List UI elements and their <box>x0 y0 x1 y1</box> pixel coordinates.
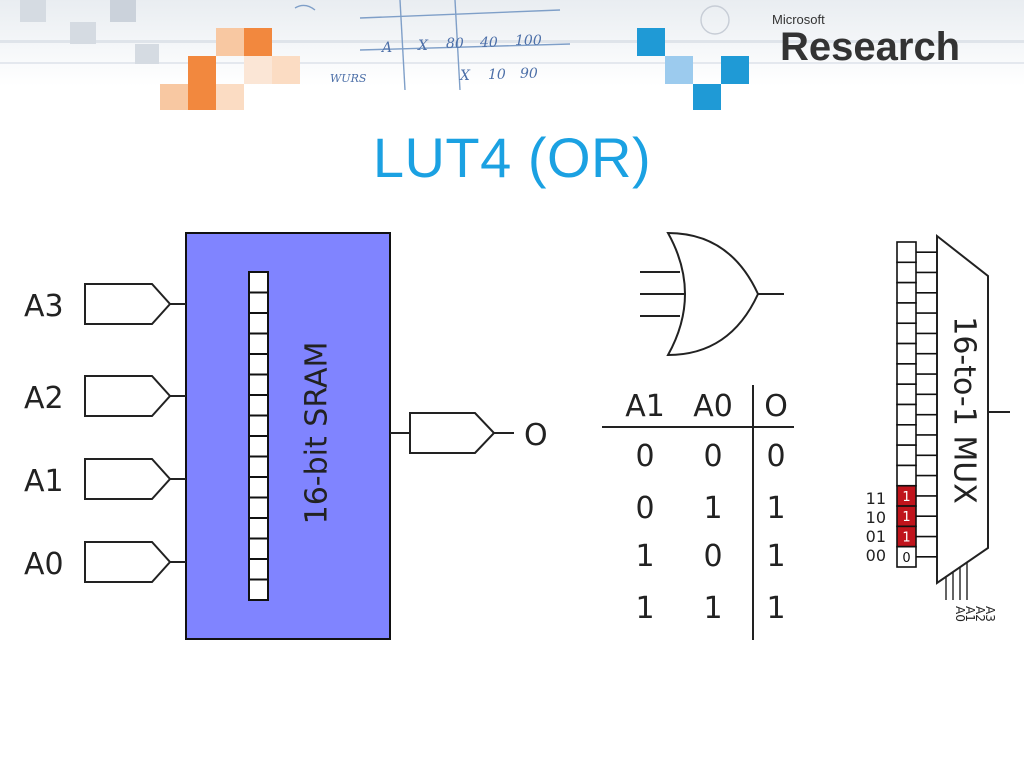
mux-select-lines <box>945 562 968 600</box>
output-pin <box>390 412 514 454</box>
mux-address-label: 10 <box>866 508 886 527</box>
mux-cell <box>896 363 917 385</box>
truth-table-cell: 1 <box>766 591 785 626</box>
input-label-a3: A3 <box>24 289 64 324</box>
sram-label: 16-bit SRAM <box>300 342 335 525</box>
mux-select-label: A0 <box>953 606 967 622</box>
mux-body <box>936 233 989 585</box>
sram-cell <box>248 291 269 314</box>
mux-cell <box>896 403 917 426</box>
input-label-a1: A1 <box>24 464 64 499</box>
sram-cell <box>248 435 269 458</box>
decor-orange-blocks <box>160 28 300 110</box>
truth-table-cell: 1 <box>703 491 722 526</box>
microsoft-research-logo: Microsoft Research <box>772 12 960 69</box>
mux-cell-value: 0 <box>902 551 910 566</box>
input-pin-a1 <box>84 458 186 500</box>
sketch-text: 40 <box>479 35 498 51</box>
truth-table-row: 0 1 1 <box>635 491 785 526</box>
sketch-text: X <box>459 68 471 84</box>
output-label: O <box>524 418 548 453</box>
mux-cell <box>896 383 917 406</box>
header-banner: A X 80 40 100 WURS X 10 90 Microsoft Res… <box>0 0 1024 110</box>
sram-cell <box>248 455 269 478</box>
truth-table-cell: 1 <box>635 539 654 574</box>
truth-table-cell: 0 <box>703 539 722 574</box>
sketch-text: A <box>380 40 392 56</box>
sram-cell <box>248 558 269 581</box>
mux-select-label: A3 <box>983 606 997 622</box>
sram-cell <box>248 578 269 601</box>
sram-cell <box>248 476 269 499</box>
sketch-text: 90 <box>520 66 538 82</box>
sketch-text: X <box>417 38 429 54</box>
sketch-text: 10 <box>488 67 506 83</box>
truth-table-cell: 0 <box>635 491 654 526</box>
truth-table-cell: 1 <box>766 491 785 526</box>
mux-select-label: A1 <box>963 606 977 622</box>
mux-address-label: 11 <box>866 489 886 508</box>
sketch-text: WURS <box>330 72 367 85</box>
truth-table-row: 1 1 1 <box>635 591 785 626</box>
mux-cell <box>896 464 917 487</box>
input-label-a0: A0 <box>24 547 64 582</box>
truth-table-header: O <box>764 389 788 424</box>
sram-cell <box>248 271 269 294</box>
sram-cell <box>248 312 269 335</box>
mux-cell-value: 1 <box>902 510 910 525</box>
mux-cell <box>896 444 917 467</box>
truth-table-header: A0 <box>693 389 733 424</box>
slide-title: LUT4 (OR) <box>372 126 652 189</box>
input-pin-a2 <box>84 375 186 417</box>
mux-address-label: 00 <box>866 546 886 565</box>
mux-cell <box>896 241 917 264</box>
input-pin-a3 <box>84 283 186 325</box>
mux-cell <box>896 342 917 365</box>
truth-table-header: A1 <box>625 389 665 424</box>
decor-grey-blocks <box>20 0 159 64</box>
sram-cell <box>248 332 269 355</box>
truth-table-cell: 0 <box>703 439 722 474</box>
sram-cell <box>248 496 269 519</box>
input-label-a2: A2 <box>24 381 64 416</box>
mux-select-label: A2 <box>973 606 987 622</box>
sram-cell <box>248 353 269 376</box>
mux-cell-column: 1 1 1 0 <box>896 241 937 568</box>
sram-cell <box>248 373 269 396</box>
sketch-text: 80 <box>446 36 464 52</box>
sram-cell <box>248 414 269 437</box>
truth-table-cell: 0 <box>766 439 785 474</box>
truth-table-cell: 0 <box>635 439 654 474</box>
mux-cell <box>896 281 917 304</box>
mux-cell-value: 1 <box>902 490 910 505</box>
sram-cell <box>248 394 269 417</box>
logo-company: Microsoft <box>772 12 825 27</box>
mux-cell <box>896 302 917 325</box>
truth-table-row: 0 0 0 <box>635 439 785 474</box>
sketch-text: 100 <box>515 33 542 49</box>
mux-cell <box>896 424 917 446</box>
mux-cell <box>896 322 917 345</box>
sram-block <box>185 232 391 640</box>
mux-label: 16-to-1 MUX <box>947 316 982 504</box>
mux-cell-value: 1 <box>902 531 910 546</box>
truth-table-cell: 1 <box>766 539 785 574</box>
mux-address-label: 01 <box>866 527 886 546</box>
truth-table-row: 1 0 1 <box>635 539 785 574</box>
truth-table-cell: 1 <box>703 591 722 626</box>
sram-cell <box>248 517 269 540</box>
sram-cell <box>248 537 269 560</box>
logo-product: Research <box>780 25 960 69</box>
input-pin-a0 <box>84 541 186 583</box>
decor-blue-blocks <box>637 28 749 110</box>
mux-cell <box>896 261 917 284</box>
or-gate-symbol <box>640 231 784 357</box>
truth-table-cell: 1 <box>635 591 654 626</box>
sram-cell-column <box>248 271 269 601</box>
decor-sketch <box>294 0 730 91</box>
